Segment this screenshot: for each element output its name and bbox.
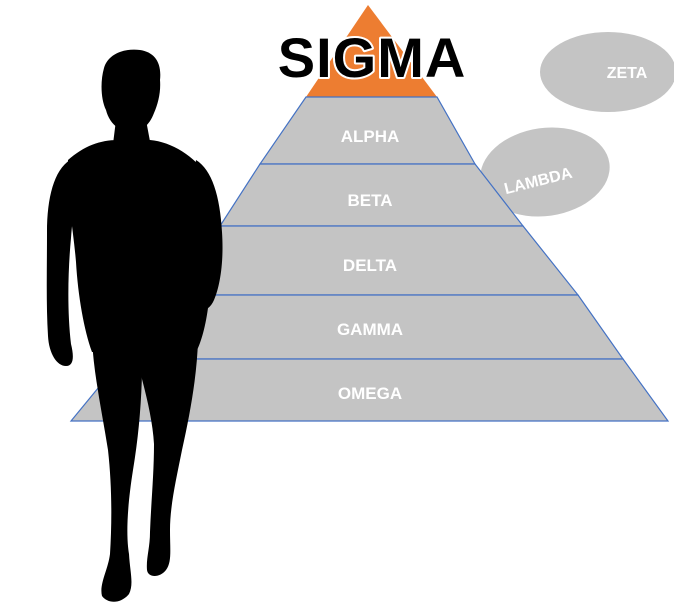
tier-label-omega: OMEGA bbox=[338, 384, 402, 403]
lambda-oval: LAMBDA bbox=[480, 127, 610, 217]
zeta-oval-shape bbox=[540, 32, 674, 112]
zeta-oval: ZETA bbox=[540, 32, 674, 112]
man-silhouette-icon bbox=[46, 49, 223, 602]
tier-label-delta: DELTA bbox=[343, 256, 397, 275]
tier-label-gamma: GAMMA bbox=[337, 320, 403, 339]
pyramid-apex bbox=[306, 5, 437, 97]
zeta-label: ZETA bbox=[607, 65, 648, 82]
pyramid-title: SIGMA bbox=[278, 26, 467, 89]
tier-omega bbox=[69, 358, 670, 422]
pyramid: ALPHA BETA DELTA GAMMA OMEGA bbox=[69, 5, 670, 422]
tier-label-beta: BETA bbox=[347, 191, 392, 210]
tier-label-alpha: ALPHA bbox=[341, 127, 400, 146]
lambda-oval-shape bbox=[480, 127, 610, 217]
